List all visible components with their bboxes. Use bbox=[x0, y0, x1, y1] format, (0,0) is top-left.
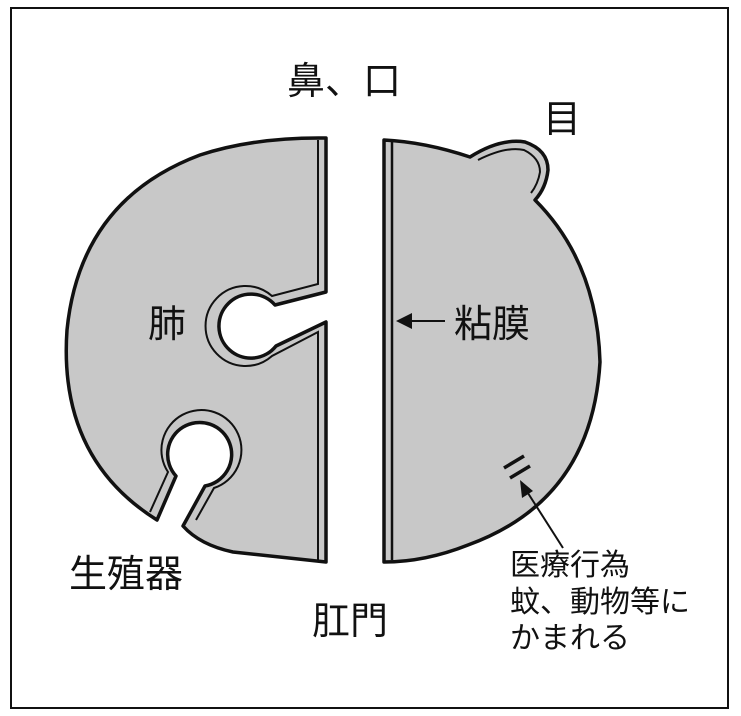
eye-bump-line bbox=[477, 148, 542, 194]
body-left-half bbox=[64, 136, 328, 564]
label-medical-line2: 蚊、動物等に bbox=[510, 584, 690, 620]
label-genital: 生殖器 bbox=[69, 552, 184, 596]
label-medical-line3: かまれる bbox=[510, 621, 630, 657]
label-medical-line1: 医療行為 bbox=[510, 548, 630, 583]
lung-membrane-line bbox=[204, 140, 319, 560]
skin-break-mark-1 bbox=[503, 454, 525, 470]
label-lung: 肺 bbox=[148, 302, 187, 346]
label-medical-note: 医療行為 蚊、動物等に かまれる bbox=[510, 548, 690, 658]
skin-break-mark-2 bbox=[509, 464, 531, 480]
medical-arrow-shaft bbox=[525, 489, 564, 549]
label-mucosa: 粘膜 bbox=[454, 302, 531, 346]
genital-membrane-line bbox=[149, 409, 243, 521]
label-eye: 目 bbox=[543, 97, 582, 141]
label-nose-mouth: 鼻、口 bbox=[287, 59, 402, 103]
label-anus: 肛門 bbox=[312, 599, 389, 643]
body-right-half bbox=[382, 138, 602, 564]
mucosa-arrow-head bbox=[396, 313, 412, 329]
medical-arrow-head bbox=[520, 480, 533, 498]
